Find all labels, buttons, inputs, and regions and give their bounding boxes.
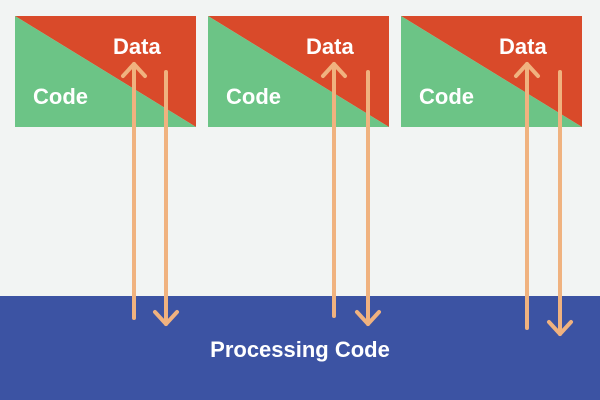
module-3-background <box>401 16 582 127</box>
module-1-code-region <box>15 16 196 127</box>
module-3: Data Code <box>401 16 582 127</box>
module-2-background <box>208 16 389 127</box>
processing-code-band <box>0 296 600 400</box>
module-1-data-label: Data <box>113 34 161 59</box>
processing-code-label: Processing Code <box>210 337 390 362</box>
module-1-background <box>15 16 196 127</box>
module-2-code-label: Code <box>226 84 281 109</box>
module-3-code-label: Code <box>419 84 474 109</box>
module-3-data-label: Data <box>499 34 547 59</box>
module-1: Data Code <box>15 16 196 127</box>
module-3-code-region <box>401 16 582 127</box>
module-1-code-label: Code <box>33 84 88 109</box>
module-2-data-label: Data <box>306 34 354 59</box>
module-2-code-region <box>208 16 389 127</box>
module-2: Data Code <box>208 16 389 127</box>
